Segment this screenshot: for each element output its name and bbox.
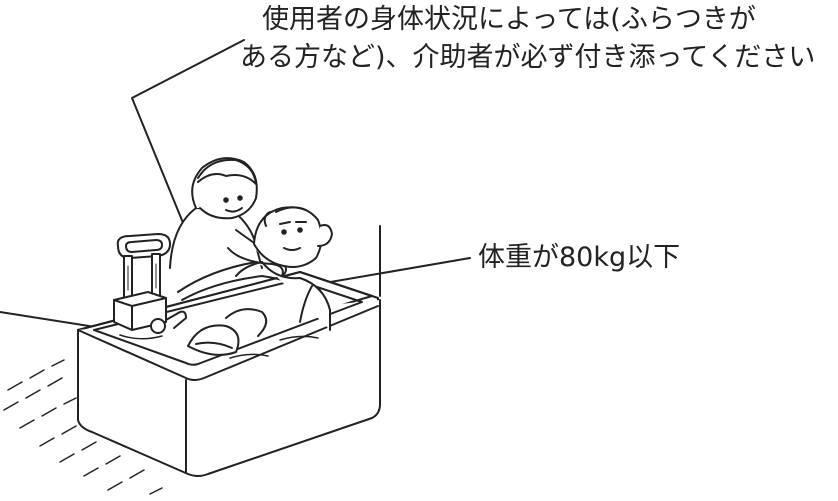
bather-knees <box>187 308 268 356</box>
caution-text-line2: ある方など)、介助者が必ず付き添ってください <box>240 42 816 73</box>
caution-leader-line <box>131 39 245 236</box>
floor-tile-lines <box>3 359 163 495</box>
bath-grip-handle <box>113 233 187 334</box>
bather-figure <box>235 206 333 331</box>
weight-leader-line <box>312 257 471 286</box>
caution-text-line1: 使用者の身体状況によっては(ふらつきが <box>262 4 756 35</box>
weight-limit-label: 体重が80kg以下 <box>478 242 681 273</box>
water-surface <box>119 334 319 359</box>
